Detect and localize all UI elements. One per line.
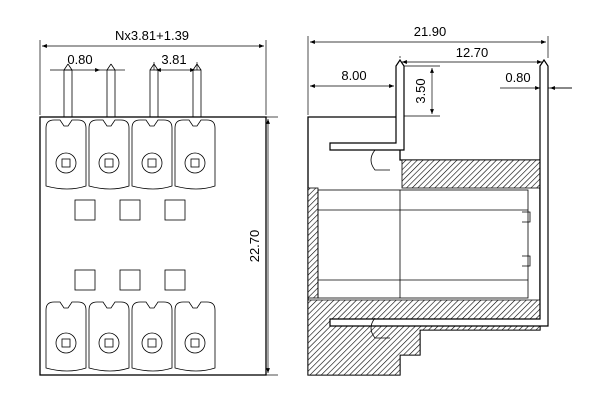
hatched-housing-left — [307, 187, 319, 299]
hatched-housing-top — [401, 159, 541, 189]
terminal-block — [45, 119, 87, 190]
pin-width-label: 0.80 — [67, 52, 92, 67]
terminal-block — [131, 119, 173, 190]
pin — [63, 69, 73, 118]
overall-depth-label: 21.90 — [414, 24, 447, 39]
front-dimensions: Nx3.81+1.39 0.80 3.81 22.70 — [39, 28, 278, 376]
pin-protrusion-label: 3.50 — [413, 78, 428, 103]
pin — [149, 69, 159, 118]
locking-squares — [74, 199, 186, 291]
upper-terminal-row — [45, 119, 216, 190]
upper-contact-pin — [329, 58, 405, 151]
pin-offset-label: 12.70 — [456, 45, 489, 60]
front-pins — [63, 63, 202, 118]
terminal-block — [174, 119, 216, 190]
pitch-formula-label: Nx3.81+1.39 — [115, 28, 189, 43]
pin — [106, 69, 116, 118]
side-view: 21.90 12.70 8.00 3.50 0.80 — [307, 24, 572, 376]
terminal-block — [45, 301, 87, 372]
terminal-block — [131, 301, 173, 372]
pitch-label: 3.81 — [161, 52, 186, 67]
inner-cavity — [317, 189, 529, 299]
pin-thickness-label: 0.80 — [505, 70, 530, 85]
lower-terminal-row — [45, 301, 216, 372]
lower-contact-pin — [329, 58, 549, 327]
terminal-block — [88, 119, 130, 190]
side-dimensions: 21.90 12.70 8.00 3.50 0.80 — [307, 24, 572, 117]
terminal-block — [88, 301, 130, 372]
body-offset-label: 8.00 — [341, 68, 366, 83]
height-label: 22.70 — [247, 230, 262, 263]
hatched-housing-bottom — [307, 299, 541, 376]
pin — [192, 69, 202, 118]
front-view: Nx3.81+1.39 0.80 3.81 22.70 — [39, 28, 278, 376]
terminal-block — [174, 301, 216, 372]
